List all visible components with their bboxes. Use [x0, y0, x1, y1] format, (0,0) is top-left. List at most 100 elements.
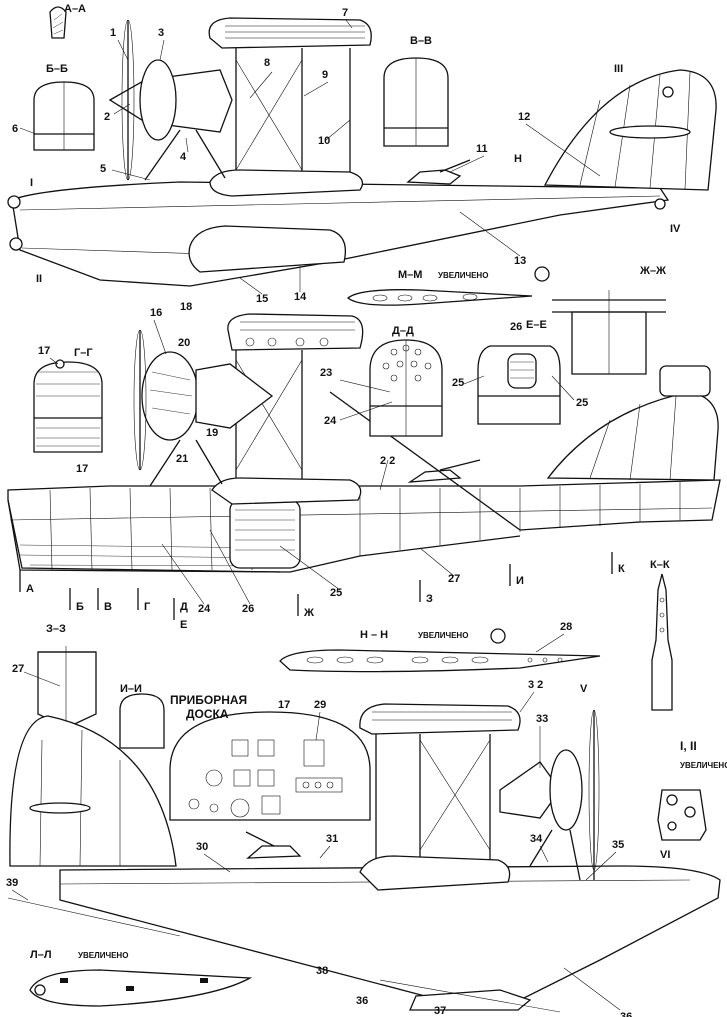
section-ll: [29, 969, 253, 1007]
callout-20: 20: [178, 337, 190, 349]
roman-iii: III: [614, 63, 623, 75]
roman-h: Н: [514, 153, 522, 165]
callout-21: 21: [176, 453, 188, 465]
leader-lines: [11, 19, 621, 1011]
label-ll: Л–Л: [30, 949, 52, 961]
section-gg: [33, 359, 103, 453]
label-aa: А–А: [64, 3, 86, 15]
label-kk: К–К: [650, 559, 670, 571]
section-nn: [279, 628, 601, 673]
callout-26a: 26: [510, 321, 522, 333]
callout-26b: 26: [242, 603, 254, 615]
label-mm: М–М: [398, 269, 422, 281]
label-zhzh: Ж–Ж: [639, 265, 666, 277]
section-zhzh: [552, 290, 666, 375]
enlarged-note-ll: УВЕЛИЧЕНО: [78, 951, 128, 960]
callout-10: 10: [318, 135, 330, 147]
cut-e: Е: [180, 619, 187, 631]
instrument-panel: [169, 711, 371, 821]
cut-g: Г: [144, 601, 151, 613]
cut-d: Д: [180, 601, 188, 613]
callout-5: 5: [100, 163, 106, 175]
label-nn: Н – Н: [360, 629, 388, 641]
callout-18: 18: [180, 301, 192, 313]
side-view-cutaway: [7, 313, 721, 573]
section-titles: А–А Б–Б В–В Г–Г Д–Д Е–Е Ж–Ж К–К З–З И–И …: [30, 3, 727, 961]
roman-iv: IV: [670, 223, 681, 235]
section-aa: [49, 6, 67, 39]
callout-14: 14: [294, 291, 307, 303]
callout-34: 34: [530, 833, 543, 845]
callout-2: 2: [104, 111, 110, 123]
panel-title-1: ПРИБОРНАЯ: [170, 693, 247, 707]
callout-28: 28: [560, 621, 572, 633]
label-dd: Д–Д: [392, 325, 414, 337]
callout-9: 9: [322, 69, 328, 81]
callout-17b: 17: [76, 463, 88, 475]
callout-19: 19: [206, 427, 218, 439]
callout-37: 37: [434, 1005, 446, 1017]
cut-i: И: [516, 575, 524, 587]
callout-3: 3: [158, 27, 164, 39]
section-mm: [346, 266, 550, 306]
callout-32: 3 2: [528, 679, 543, 691]
callout-7: 7: [342, 7, 348, 19]
label-vv: В–В: [410, 35, 432, 47]
callout-25b: 25: [576, 397, 588, 409]
part-numbers: 1 2 3 4 5 6 7 8 9 10 11 12 13 14 15 16 1…: [6, 7, 632, 1017]
label-gg: Г–Г: [74, 347, 93, 359]
detail-title: I, II: [680, 739, 697, 753]
roman-vi: VI: [660, 849, 670, 861]
section-kk: [651, 573, 673, 711]
callout-4: 4: [180, 151, 187, 163]
callout-23: 23: [320, 367, 332, 379]
callout-24a: 24: [324, 415, 337, 427]
section-bb: [33, 81, 95, 151]
callout-25c: 25: [330, 587, 342, 599]
cut-v: В: [104, 601, 112, 613]
callout-29: 29: [314, 699, 326, 711]
callout-1: 1: [110, 27, 116, 39]
callout-11: 11: [476, 143, 488, 155]
callout-17c: 17: [278, 699, 290, 711]
callout-36a: 36: [356, 995, 368, 1007]
cut-plane-markers: А Б В Г Д Е Ж З И К: [19, 552, 625, 631]
callout-16: 16: [150, 307, 162, 319]
section-ii: [119, 693, 165, 749]
label-bb: Б–Б: [46, 63, 68, 75]
roman-i: I: [30, 177, 33, 189]
section-ee: [477, 345, 561, 425]
detail-fitting: [657, 789, 707, 841]
cut-z: З: [426, 593, 433, 605]
side-view-right: [7, 703, 721, 1013]
callout-27a: 27: [448, 573, 460, 585]
section-dd: [369, 339, 443, 437]
roman-v: V: [580, 683, 588, 695]
label-zz: З–З: [46, 623, 66, 635]
callout-17a: 17: [38, 345, 50, 357]
roman-markers: I II III IV V VI Н: [30, 63, 681, 861]
callout-33: 33: [536, 713, 548, 725]
callout-38: 38: [316, 965, 328, 977]
callout-24b: 24: [198, 603, 211, 615]
callout-36b: 36: [620, 1011, 632, 1017]
callout-8: 8: [264, 57, 270, 69]
cut-b: Б: [76, 601, 84, 613]
section-vv: [383, 57, 449, 147]
cut-zh: Ж: [303, 607, 314, 619]
enlarged-note-mm: УВЕЛИЧЕНО: [438, 271, 488, 280]
enlarged-note-detail: УВЕЛИЧЕНО: [680, 761, 727, 770]
cut-a: А: [26, 583, 34, 595]
label-ee: Е–Е: [526, 319, 547, 331]
callout-6: 6: [12, 123, 18, 135]
callout-15: 15: [256, 293, 268, 305]
callout-13: 13: [514, 255, 526, 267]
enlarged-note-nn: УВЕЛИЧЕНО: [418, 631, 468, 640]
callout-25a: 25: [452, 377, 464, 389]
callout-12: 12: [518, 111, 530, 123]
callout-39: 39: [6, 877, 18, 889]
side-view-exterior: [7, 17, 717, 287]
callout-30: 30: [196, 841, 208, 853]
panel-title-2: ДОСКА: [186, 707, 229, 721]
callout-27b: 27: [12, 663, 24, 675]
